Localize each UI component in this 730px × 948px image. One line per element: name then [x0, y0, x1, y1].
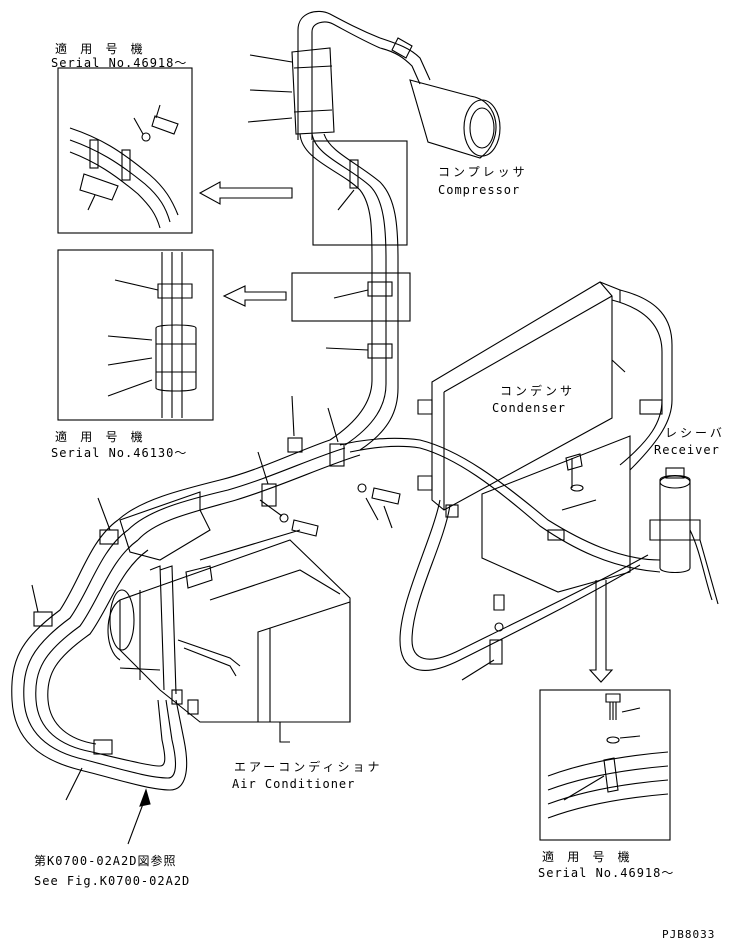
detail-box-bottom-right	[539, 689, 671, 841]
reference-arrow	[127, 788, 151, 845]
compressor-jp-label: コンプレッサ	[438, 165, 528, 179]
figure-ref-en-label: See Fig.K0700-02A2D	[34, 874, 191, 888]
receiver-assembly	[611, 289, 719, 605]
receiver-jp-label: レシーバ	[665, 426, 725, 440]
detail-box-top-left	[57, 67, 193, 234]
mid-pipes	[117, 407, 361, 541]
condenser-jp-label: コンデンサ	[500, 384, 576, 398]
detail-bottom-applicable-label: 適 用 号 機	[542, 850, 633, 864]
detail-top-applicable-label: 適 用 号 機	[55, 42, 146, 56]
condenser-en-label: Condenser	[492, 401, 567, 415]
lower-pipes	[339, 437, 661, 681]
detail-mid-applicable-label: 適 用 号 機	[55, 430, 146, 444]
detail-top-serial-label: Serial No.46918～	[51, 56, 188, 70]
main-vertical-pipes	[299, 133, 399, 451]
figure-ref-jp-label: 第K0700-02A2D図参照	[34, 854, 177, 868]
callout-box-upper	[312, 140, 408, 246]
air-conditioner-en-label: Air Conditioner	[232, 777, 356, 791]
condenser	[417, 281, 626, 511]
bolts-centre	[259, 395, 401, 537]
callout-box-lower	[291, 272, 411, 322]
drawing-code: PJB8033	[662, 928, 716, 941]
outer-hoses	[11, 497, 188, 801]
detail-box-mid-left	[57, 249, 214, 421]
receiver-en-label: Receiver	[654, 443, 720, 457]
air-conditioner-jp-label: エアーコンディショナ	[234, 760, 383, 774]
lower-panel	[481, 435, 631, 593]
detail-mid-serial-label: Serial No.46130～	[51, 446, 188, 460]
compressor-assembly	[247, 10, 501, 159]
compressor-en-label: Compressor	[438, 183, 521, 197]
detail-bottom-serial-label: Serial No.46918～	[538, 866, 675, 880]
pointer-arrow-down	[588, 580, 614, 683]
pointer-arrow-mid	[222, 285, 287, 307]
pointer-arrow-top	[198, 181, 293, 205]
air-conditioner	[107, 491, 351, 743]
